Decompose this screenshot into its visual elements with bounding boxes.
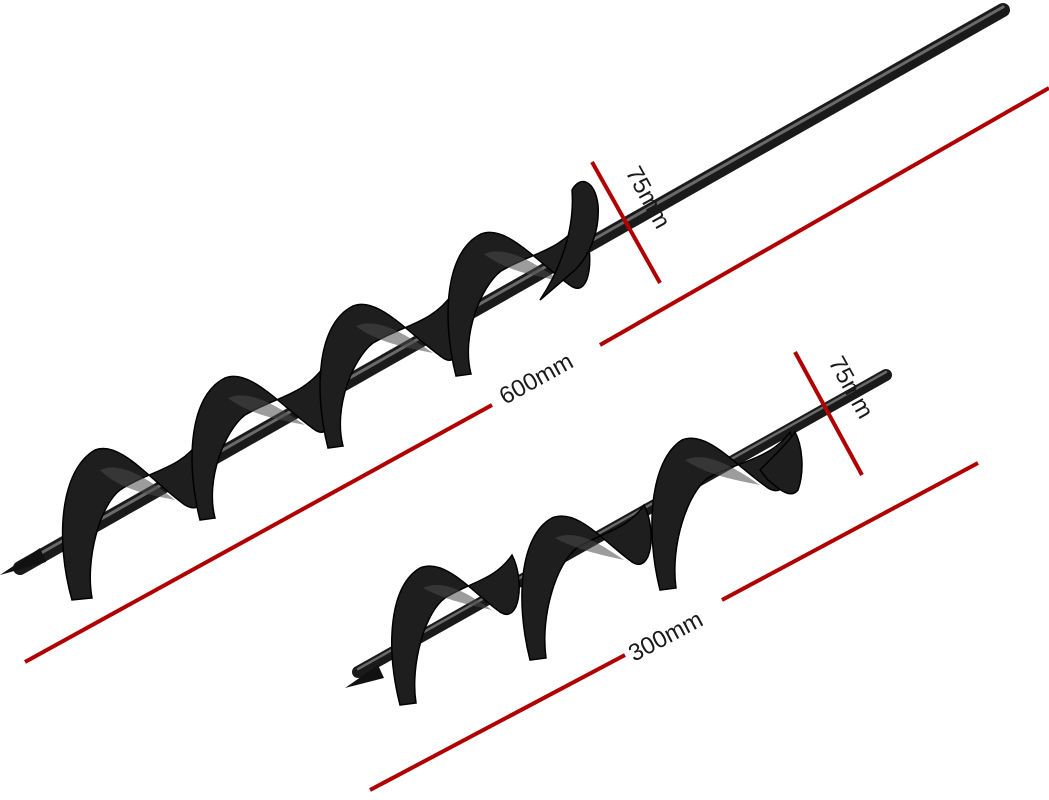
auger-shaft [352,369,892,678]
auger-flight [521,503,652,661]
auger-flight [391,553,520,706]
auger-tip [345,665,384,688]
dimension-line [599,86,1049,347]
dimension-label-length: 600mm [495,348,578,410]
dimension-label-length: 300mm [624,606,707,667]
auger-300mm [345,369,892,706]
dimension-line [721,461,979,602]
auger-flight [539,180,599,301]
auger-flight [758,430,803,495]
dimension-line [24,403,493,664]
auger-600mm [0,3,1010,601]
dimension-line [369,653,626,792]
auger-flight [61,438,210,601]
auger-shaft-highlight [356,370,888,671]
dimension-line [793,351,864,476]
auger-flight [191,363,335,521]
auger-flight [319,291,463,449]
auger-flight [447,219,591,377]
dimension-line [590,161,662,284]
auger-flight [651,430,795,591]
auger-tip [0,548,46,575]
